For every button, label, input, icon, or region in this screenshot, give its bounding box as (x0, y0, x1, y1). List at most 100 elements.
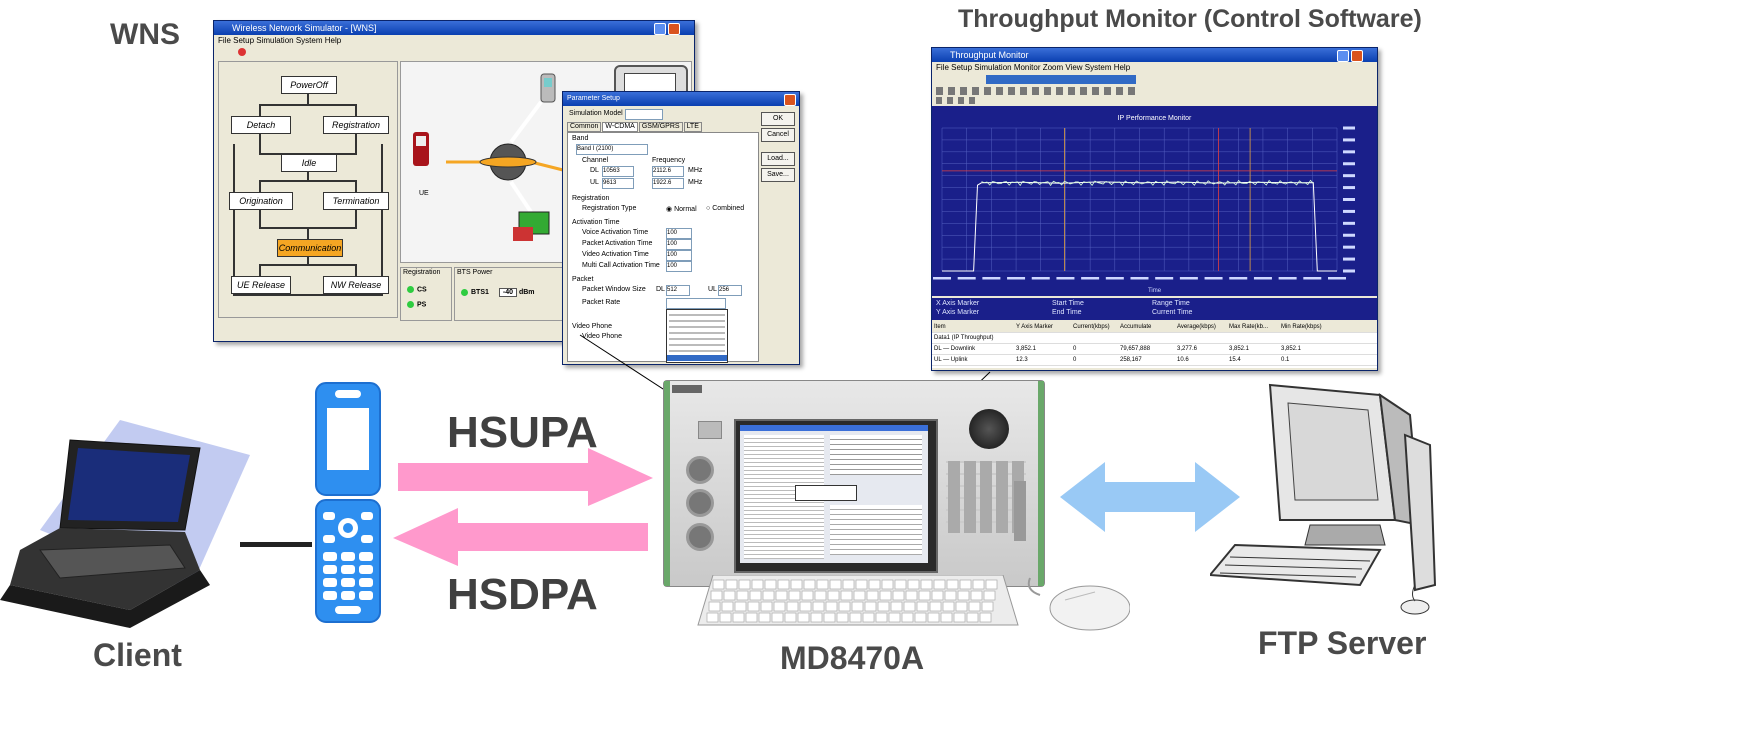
keyboard-key (927, 612, 940, 623)
x-tick-label (1007, 277, 1026, 280)
x-tick-label (1155, 277, 1174, 280)
bts-power-value[interactable]: -40 (498, 288, 517, 297)
instrument-knob-icon[interactable] (969, 409, 1009, 449)
instrument-keypad[interactable] (946, 461, 1026, 533)
keyboard-key (747, 601, 760, 612)
table-header-cell: Max Rate(kb... (1229, 324, 1269, 330)
desktop-pc-icon (1210, 383, 1437, 615)
x-tick-label (957, 277, 976, 280)
md8470a-instrument-icon (663, 380, 1045, 587)
voice-time-input[interactable]: 100 (666, 228, 692, 239)
keyboard-key (751, 579, 764, 590)
table-header-cell: Accumulate (1120, 324, 1152, 330)
marker-info-panel: X Axis Marker Y Axis Marker Start Time E… (932, 298, 1377, 320)
state-origination[interactable]: Origination (229, 192, 293, 210)
keyboard-key (812, 601, 825, 612)
packet-rate-select[interactable] (666, 298, 726, 309)
minimize-icon[interactable] (654, 23, 666, 35)
instrument-connector-3 (686, 523, 714, 551)
keyboard-key (905, 590, 918, 601)
ul-channel-input[interactable]: 9613 (602, 178, 634, 189)
start-time-label: Start Time (1052, 300, 1084, 307)
dl-channel-input[interactable]: 10563 (602, 166, 634, 177)
state-registration[interactable]: Registration (323, 116, 389, 134)
radio-normal[interactable]: ◉ Normal (666, 206, 697, 213)
ok-button[interactable]: OK (761, 112, 795, 126)
table-header-cell: Average(kbps) (1177, 324, 1216, 330)
tab-wcdma[interactable]: W-CDMA (602, 122, 638, 132)
keyboard-key (968, 601, 981, 612)
keyboard-key (957, 590, 970, 601)
load-button[interactable]: Load... (761, 152, 795, 166)
keyboard-key (799, 601, 812, 612)
keyboard-key (849, 612, 862, 623)
dialog-close-icon[interactable] (784, 94, 796, 106)
radio-combined[interactable]: ○ Combined (706, 205, 745, 212)
wns-toolbar (218, 48, 248, 57)
x-tick-label (1130, 277, 1149, 280)
sim-model-select[interactable] (625, 109, 663, 120)
close-icon[interactable] (668, 23, 680, 35)
band-select[interactable]: Band I (2100) (576, 144, 648, 155)
tab-common[interactable]: Common (567, 122, 602, 132)
video-phone-section-label: Video Phone (572, 323, 612, 330)
window-ul-label: UL (708, 286, 717, 293)
packet-rate-dropdown-list[interactable] (666, 309, 728, 363)
bts-power-title: BTS Power (457, 269, 493, 276)
video-time-input[interactable]: 100 (666, 250, 692, 261)
save-button[interactable]: Save... (761, 168, 795, 182)
md8470a-label: MD8470A (780, 640, 925, 676)
x-tick-label (1328, 277, 1346, 280)
state-nw-release[interactable]: NW Release (323, 276, 389, 294)
window-dl-select[interactable]: 512 (666, 285, 690, 296)
multi-time-label: Multi Call Activation Time (582, 262, 660, 269)
channel-label: Channel (582, 157, 609, 164)
keyboard-key (953, 612, 966, 623)
bts1-status-icon (461, 288, 468, 296)
state-termination[interactable]: Termination (323, 192, 389, 210)
keyboard-key (738, 579, 751, 590)
cancel-button[interactable]: Cancel (761, 128, 795, 142)
registration-section-label: Registration (572, 195, 610, 202)
keyboard-key (864, 601, 877, 612)
packet-time-input[interactable]: 100 (666, 239, 692, 250)
registration-title: Registration (403, 269, 441, 276)
keyboard-key (829, 579, 842, 590)
tab-gsm[interactable]: GSM/GPRS (638, 122, 683, 132)
tp-title-text: Throughput Monitor (950, 50, 1029, 60)
table-header-cell: Y Axis Marker (1016, 324, 1053, 330)
tp-titlebar: Throughput Monitor (932, 48, 1377, 62)
bts-power-unit: dBm (518, 289, 535, 296)
tp-close-icon[interactable] (1351, 50, 1363, 62)
tp-toolbar (936, 74, 1372, 104)
keyboard-key (734, 601, 747, 612)
y-tick-label (1343, 150, 1355, 154)
y-tick-label (1343, 126, 1355, 130)
tp-minimize-icon[interactable] (1337, 50, 1349, 62)
state-poweroff[interactable]: PowerOff (281, 76, 337, 94)
tp-menubar[interactable]: File Setup Simulation Monitor Zoom View … (936, 63, 1131, 72)
table-cell: 3,852.1 (1016, 346, 1037, 352)
multi-time-input[interactable]: 100 (666, 261, 692, 272)
keyboard-key (916, 601, 929, 612)
keyboard-key (940, 612, 953, 623)
stop-icon[interactable] (238, 48, 246, 56)
wns-menubar[interactable]: File Setup Simulation System Help (218, 36, 342, 45)
state-detach[interactable]: Detach (231, 116, 291, 134)
double-arrow-icon (1060, 462, 1240, 532)
state-ue-release[interactable]: UE Release (231, 276, 291, 294)
state-idle[interactable]: Idle (281, 154, 337, 172)
x-tick-label (1278, 277, 1297, 280)
x-tick-label (1303, 277, 1322, 280)
video-phone-item-label: Video Phone (582, 333, 622, 340)
state-communication[interactable]: Communication (277, 239, 343, 257)
table-row[interactable]: Data1 (IP Throughput) (932, 333, 1377, 344)
window-ul-select[interactable]: 256 (718, 285, 742, 296)
keyboard-key (879, 590, 892, 601)
y-marker-label: Y Axis Marker (936, 309, 980, 316)
tab-lte[interactable]: LTE (683, 122, 702, 132)
